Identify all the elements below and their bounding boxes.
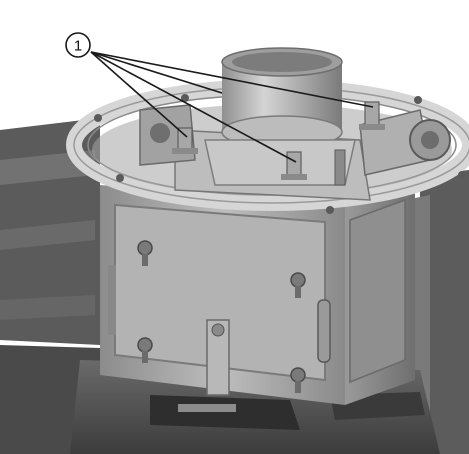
leader-line-3: [90, 51, 223, 94]
leader-line-2: [90, 51, 297, 163]
callout-leader-lines: [90, 51, 374, 163]
callout-1: 1: [65, 32, 91, 58]
door-handle: [317, 299, 331, 363]
lifting-lug-right: [359, 101, 385, 130]
small-bolt-assembly: [334, 149, 346, 186]
lifting-lug-left: [172, 127, 198, 154]
lifting-lug-center: [281, 151, 307, 180]
leader-line-1: [90, 51, 188, 138]
door-latch-top-left: [137, 240, 153, 266]
door-latch-bottom-left: [137, 337, 153, 363]
side-hinge: [108, 250, 425, 335]
top-cylinder: [204, 47, 356, 186]
center-bracket: [206, 319, 230, 396]
callout-1-label: 1: [74, 38, 82, 55]
door-latch-bottom-right: [290, 367, 306, 393]
housing-box: [100, 180, 415, 405]
leader-line-4: [90, 51, 374, 108]
door-latch-top-right: [290, 272, 306, 298]
